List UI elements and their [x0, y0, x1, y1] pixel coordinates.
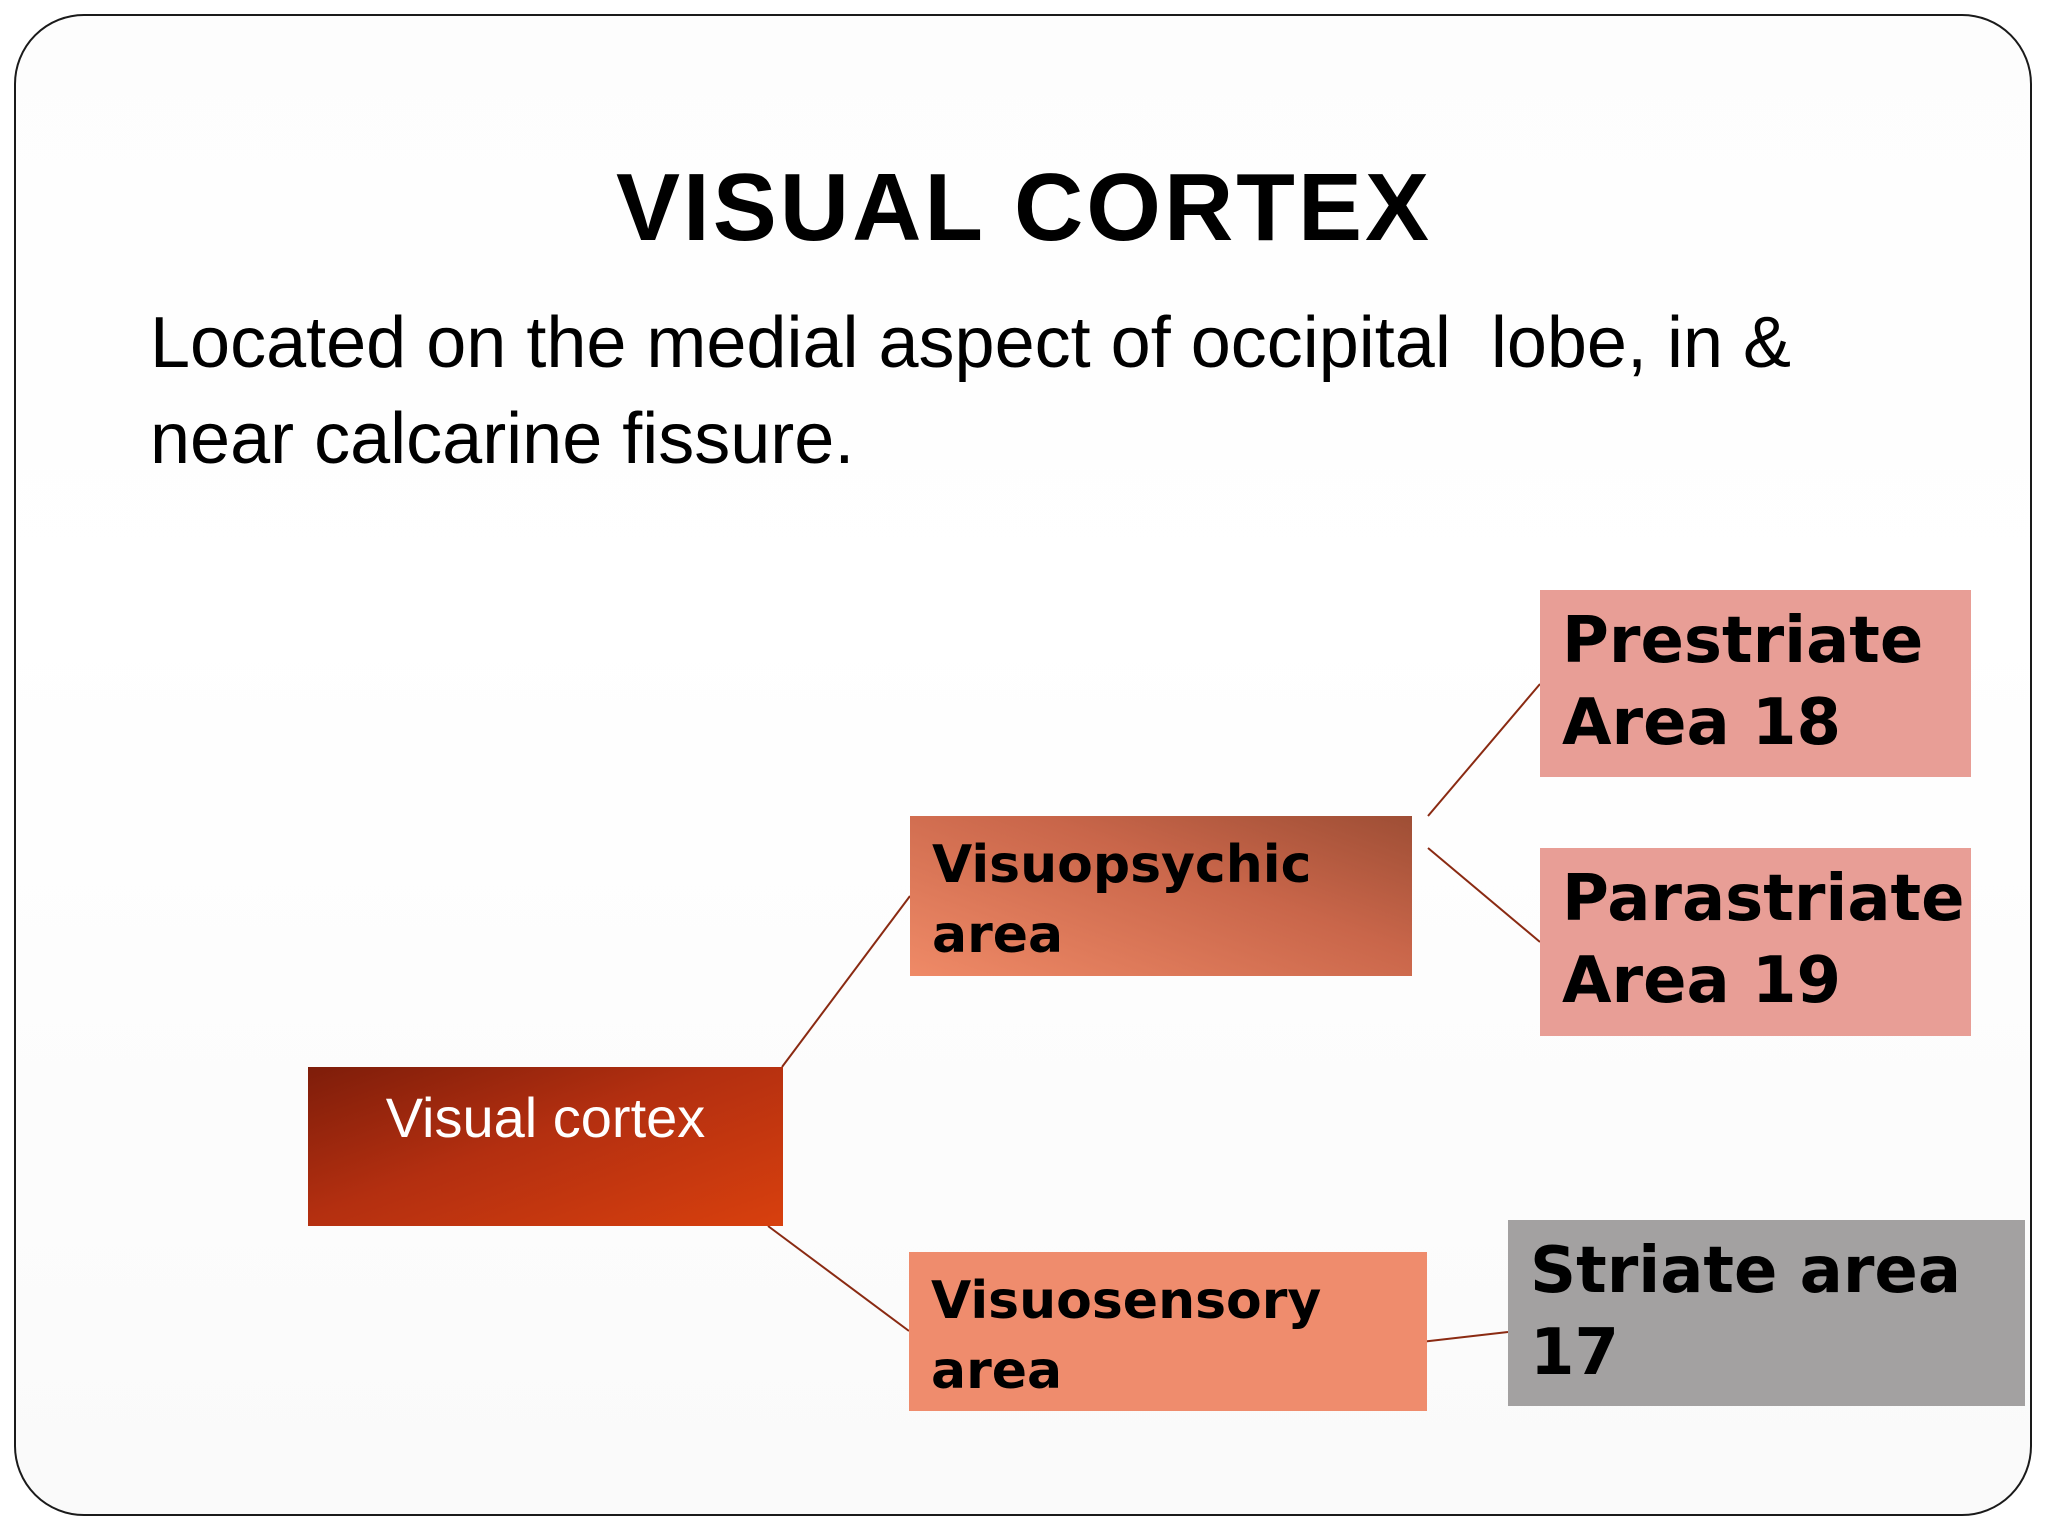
parastriate-area-box: Parastriate Area 19: [1540, 848, 1971, 1036]
parastriate-label-line2: Area 19: [1562, 944, 1842, 1018]
parastriate-label-line1: Parastriate: [1562, 862, 1965, 936]
visuopsychic-label-line1: Visuopsychic: [932, 835, 1312, 895]
striate-label-line1: Striate area: [1530, 1234, 1961, 1308]
visuopsychic-area-box: Visuopsychic area: [910, 816, 1412, 976]
visual-cortex-box: Visual cortex: [308, 1067, 783, 1226]
prestriate-label-line2: Area 18: [1562, 686, 1842, 760]
prestriate-label-line1: Prestriate: [1562, 604, 1924, 678]
visual-cortex-label: Visual cortex: [385, 1086, 706, 1149]
slide-subtitle: Located on the medial aspect of occipita…: [150, 303, 1792, 479]
visuosensory-label-line1: Visuosensory: [931, 1271, 1322, 1331]
prestriate-area-box: Prestriate Area 18: [1540, 590, 1971, 777]
slide-title: VISUAL CORTEX: [616, 154, 1432, 261]
visuosensory-area-box: Visuosensory area: [909, 1252, 1427, 1411]
visuopsychic-label-line2: area: [932, 905, 1064, 965]
striate-label-line2: 17: [1530, 1316, 1620, 1390]
visuosensory-label-line2: area: [931, 1341, 1063, 1401]
striate-area-box: Striate area 17: [1508, 1220, 2025, 1406]
